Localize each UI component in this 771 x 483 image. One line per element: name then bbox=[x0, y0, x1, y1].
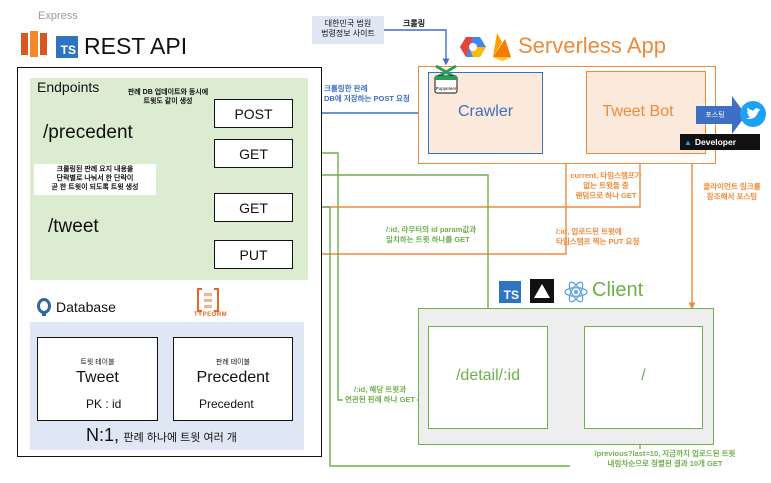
puppeteer-label: Puppeteer bbox=[435, 86, 457, 91]
precedent-route: /precedent bbox=[43, 122, 133, 143]
relation-sub: 판례 하나에 트윗 여러 개 bbox=[123, 432, 237, 444]
postgres-icon bbox=[34, 297, 54, 317]
detail-page-node[interactable] bbox=[428, 326, 548, 429]
typeorm-icon bbox=[196, 287, 220, 313]
previous-get-label: /previous?last=10, 지금까지 업로드된 트윗 내림차순으로 정… bbox=[570, 449, 760, 469]
relation-main: N:1, bbox=[86, 425, 120, 445]
posting-badge bbox=[696, 106, 734, 124]
precedent-table-caption: 판례 테이블 bbox=[215, 359, 251, 366]
tweet-table bbox=[37, 337, 158, 421]
twitter-developer-badge: ▲ Developer bbox=[680, 134, 760, 150]
relation-label: N:1, 판례 하나에 트윗 여러 개 bbox=[86, 425, 237, 446]
gcp-logo-icon bbox=[459, 35, 487, 59]
wire-site-to-crawler bbox=[384, 29, 450, 66]
serverless-title: Serverless App bbox=[518, 33, 666, 58]
rest-api-title: REST API bbox=[84, 33, 188, 59]
post-note: 판례 DB 업데이트와 동시에 트윗도 같이 생성 bbox=[127, 89, 209, 105]
put-tweet-endpoint[interactable]: PUT bbox=[214, 240, 293, 269]
precedent-table-name: Precedent bbox=[196, 369, 270, 386]
get-precedent-endpoint[interactable]: GET bbox=[214, 139, 293, 168]
tweet-route: /tweet bbox=[48, 216, 99, 237]
court-site-source[interactable]: 대한민국 법원 법령정보 사이트 bbox=[312, 16, 384, 44]
detail-route-label: /detail/:id bbox=[455, 367, 521, 384]
tweet-table-caption: 트윗 테이블 bbox=[80, 359, 115, 366]
firebase-logo-icon bbox=[491, 31, 513, 61]
put-timestamp-label: /:id, 업로드된 트윗에 타임스탬프 찍는 PUT 요청 bbox=[556, 227, 640, 246]
ts-badge: TS bbox=[56, 36, 78, 58]
react-logo-icon bbox=[563, 280, 589, 304]
aws-logo-icon bbox=[19, 30, 49, 58]
tweet-generation-note: 크롤링된 판례 요지 내용을 단락별로 나눠서 한 단락이 곧 한 트윗이 되도… bbox=[34, 164, 156, 195]
tweet-bot-label: Tweet Bot bbox=[602, 103, 674, 120]
database-label: Database bbox=[56, 299, 116, 315]
posting-label: 포스팅 bbox=[705, 112, 725, 119]
post-endpoint[interactable]: POST bbox=[214, 99, 293, 128]
precedent-fk-field: Precedent bbox=[199, 397, 254, 411]
endpoints-label: Endpoints bbox=[37, 79, 100, 95]
developer-label: Developer bbox=[694, 137, 737, 147]
client-ts-badge: TS bbox=[499, 281, 521, 303]
client-title: Client bbox=[592, 279, 644, 301]
random-get-label: current, 타임스탬프가 없는 트윗들 중 랜덤으로 하나 GET bbox=[570, 171, 642, 200]
puppeteer-icon bbox=[430, 64, 462, 96]
tweet-table-name: Tweet bbox=[76, 369, 119, 386]
twitter-icon bbox=[740, 101, 766, 127]
typeorm-label: TYPEORM bbox=[194, 312, 228, 318]
express-label: Express bbox=[38, 10, 78, 22]
precedent-table bbox=[173, 337, 293, 421]
root-page-node[interactable] bbox=[584, 326, 703, 429]
crawl-label: 크롤링 bbox=[403, 19, 426, 28]
nextjs-logo-icon bbox=[530, 279, 554, 303]
client-link-label: 클라이언트 링크를 참조해서 포스팅 bbox=[703, 182, 761, 201]
related-get-label: /:id, 해당 트윗과 연관된 판례 하나 GET bbox=[343, 385, 417, 405]
tweet-pk-field: PK : id bbox=[86, 397, 122, 411]
id-get-label: /:id, 라우터의 id param값과 일치하는 트윗 하나를 GET bbox=[386, 225, 477, 245]
crawl-post-label: 크롤링한 판례 DB에 저장하는 POST 요청 bbox=[324, 84, 410, 104]
wire-bot-random-get bbox=[291, 154, 641, 211]
twitter-bird-small-icon: ▲ bbox=[684, 137, 692, 147]
crawler-label: Crawler bbox=[457, 103, 514, 120]
root-route-label: / bbox=[641, 367, 646, 384]
get-tweet-endpoint[interactable]: GET bbox=[214, 193, 293, 222]
